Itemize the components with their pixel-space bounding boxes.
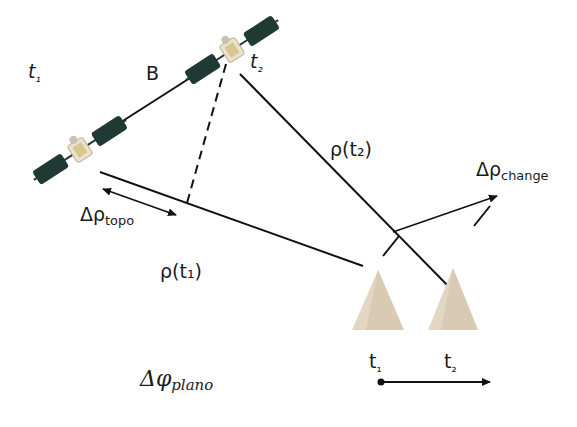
- satellite-t2: [177, 7, 283, 89]
- baseline-label: B: [146, 64, 159, 83]
- time-label: t₁: [28, 62, 41, 85]
- topo-arrow: [103, 189, 176, 215]
- time-label: t₁: [369, 352, 382, 375]
- baseline-line: [118, 78, 190, 124]
- satellite-t1: [25, 107, 131, 189]
- change-tick: [474, 206, 490, 226]
- target-t1: [352, 270, 404, 330]
- change-bracket: [393, 196, 497, 232]
- time-label: t₂: [444, 352, 457, 375]
- displacement-arrow: [381, 381, 490, 383]
- change-label: Δρchange: [476, 160, 549, 183]
- perpendicular-dash: [187, 64, 226, 203]
- target-t2: [428, 268, 478, 330]
- phase-label: Δφplano: [140, 368, 213, 393]
- range-label: ρ(t₂): [330, 140, 372, 159]
- range-label: ρ(t₁): [160, 262, 202, 281]
- topo-label: Δρtopo: [80, 205, 134, 228]
- change-tick: [383, 236, 399, 256]
- range-line-t2: [240, 74, 454, 292]
- range-line-t1: [100, 172, 363, 266]
- time-label: t₂: [250, 52, 263, 75]
